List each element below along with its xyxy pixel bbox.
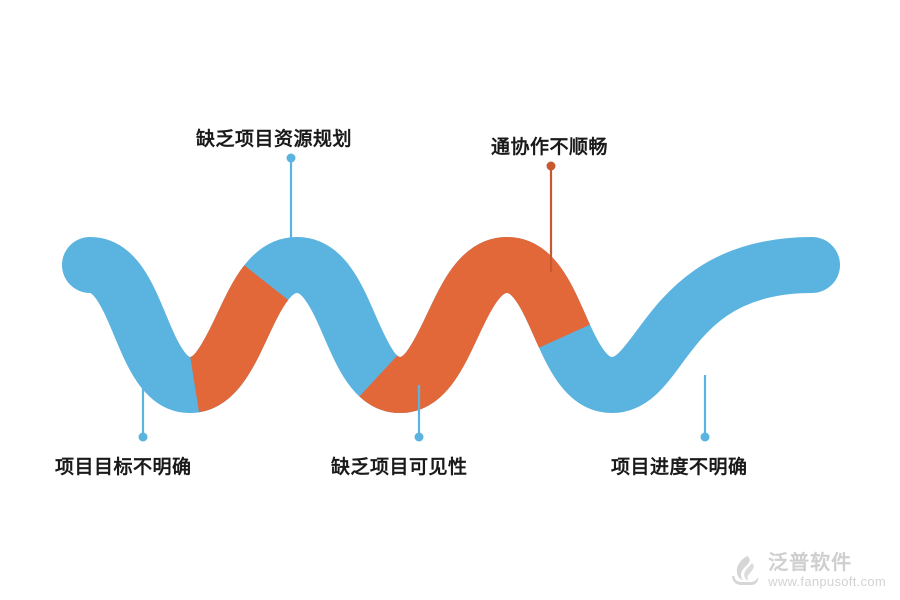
- connector-dot-top-1: [286, 153, 296, 163]
- connector-dot-top-2: [546, 161, 556, 171]
- watermark-name: 泛普软件: [768, 552, 853, 575]
- label-bottom-3: 项目进度不明确: [611, 457, 748, 478]
- watermark-url: www.fanpusoft.com: [768, 574, 886, 590]
- label-bottom-1: 项目目标不明确: [55, 457, 192, 478]
- label-top-2: 通协作不顺畅: [491, 137, 609, 158]
- watermark: 泛普软件 www.fanpusoft.com: [727, 552, 886, 590]
- connector-dot-bottom-1: [138, 432, 148, 442]
- label-top-1: 缺乏项目资源规划: [196, 129, 353, 150]
- connector-dot-bottom-2: [414, 432, 424, 442]
- connector-dot-bottom-3: [700, 432, 710, 442]
- flame-logo-icon: [727, 554, 761, 588]
- label-bottom-2: 缺乏项目可见性: [331, 457, 468, 478]
